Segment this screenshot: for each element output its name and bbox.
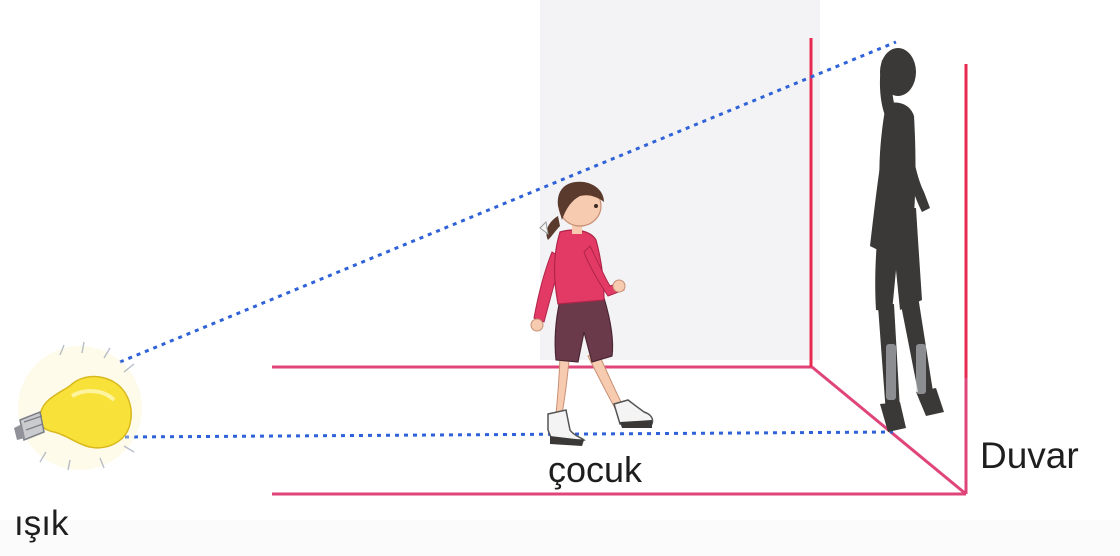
shadow-sock-highlights xyxy=(886,344,926,400)
girl-shadow-silhouette xyxy=(870,48,944,432)
lower-light-ray xyxy=(125,432,893,437)
child-label: çocuk xyxy=(548,452,642,488)
light-label: ışık xyxy=(14,506,68,541)
wall-label: Duvar xyxy=(980,437,1079,474)
